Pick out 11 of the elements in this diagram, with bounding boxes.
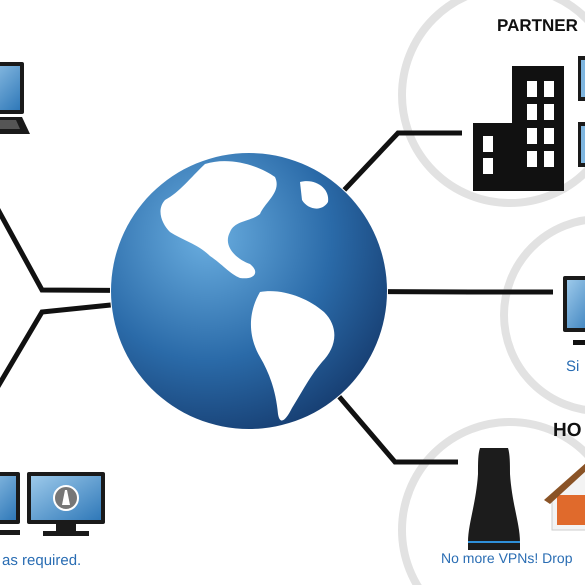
- node-label: No more VPNs! Drop: [441, 550, 572, 566]
- node-label: as required.: [2, 552, 82, 569]
- connector-line: [342, 130, 462, 192]
- heading: HO: [553, 420, 582, 442]
- globe-drawing: [110, 152, 388, 430]
- heading: PARTNER: [497, 16, 578, 36]
- node-label: Si: [566, 358, 580, 375]
- connector-line: [388, 289, 553, 294]
- circle-frame: [398, 0, 585, 207]
- connector-line: [337, 395, 458, 464]
- monitors-icon: [0, 470, 108, 538]
